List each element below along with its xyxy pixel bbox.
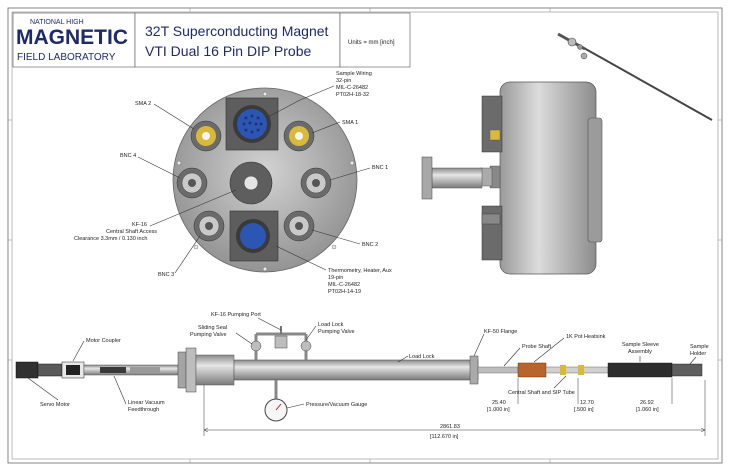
dim3-mm: 26.92 [640, 400, 654, 406]
thermometry-label-2: 19-pin [328, 275, 343, 281]
sample-wiring-label-4: PT02H-18-32 [336, 92, 369, 98]
frame-ticks [8, 8, 722, 463]
thermometry-label-1: Thermometry, Heater, Aux [328, 268, 392, 274]
sample-sleeve-label-2: Assembly [628, 349, 652, 355]
load-lock-label: Load Lock [409, 354, 435, 360]
overall-mm: 2861.83 [440, 424, 460, 430]
outer-frame [7, 7, 723, 464]
bnc-connector-3 [193, 210, 225, 242]
kf16-label-1: KF-16 [132, 222, 147, 228]
sample-holder-label-2: Holder [690, 351, 706, 357]
title-block: NATIONAL HIGH MAGNETIC FIELD LABORATORY … [12, 12, 411, 68]
dim3-in: [1.060 in] [636, 407, 659, 413]
sma-connector-1 [283, 120, 315, 152]
bnc-connector-1 [300, 167, 332, 199]
servo-motor [15, 361, 39, 379]
linear-feedthrough-label-2: Feedthrough [128, 407, 159, 413]
bnc4-label: BNC 4 [120, 153, 136, 159]
title-line2: VTI Dual 16 Pin DIP Probe [145, 43, 311, 59]
sample-holder-label-1: Sample [690, 344, 709, 350]
central-shaft-label: Central Shaft and SIP Tube [508, 390, 575, 396]
probe-side-view [15, 326, 703, 422]
bnc-connector-4 [176, 167, 208, 199]
sliding-seal-label-1: Sliding Seal [198, 325, 227, 331]
probe-isometric-thumbnail [557, 32, 713, 121]
motor-coupler-label: Motor Coupler [86, 338, 121, 344]
sample-wiring-label-2: 32-pin [336, 78, 351, 84]
load-lock-tube [233, 359, 479, 381]
sliding-seal-label-2: Pumping Valve [190, 332, 227, 338]
side-view-labels: KF-16 Pumping Port Sliding Seal Pumping … [27, 312, 709, 413]
units-note: Units = mm [inch] [348, 40, 395, 46]
bnc-connector-2 [283, 210, 315, 242]
dimension-labels: 25.40 [1.000 in] 12.70 [.500 in] 26.92 [… [430, 400, 659, 440]
dim2-in: [.500 in] [574, 407, 594, 413]
top-view-labels: Sample Wiring 32-pin MIL-C-26482 PT02H-1… [74, 71, 392, 295]
bnc3-label: BNC 3 [158, 272, 174, 278]
dim1-mm: 25.40 [492, 400, 506, 406]
sample-sleeve [607, 362, 673, 378]
load-lock-valve-label-2: Pumping Valve [318, 329, 355, 335]
servo-motor-label: Servo Motor [40, 402, 70, 408]
top-view-flange [172, 87, 358, 273]
sma-connector-2 [190, 120, 222, 152]
kf16-label-2: Central Shaft Access [106, 229, 157, 235]
sample-wiring-label-1: Sample Wiring [336, 71, 372, 77]
load-lock-valve-label-1: Load Lock [318, 322, 344, 328]
sma2-label: SMA 2 [135, 101, 151, 107]
inner-frame [11, 11, 719, 460]
sample-holder [671, 363, 703, 377]
kf16-label-3: Clearance 3.3mm / 0.130 inch [74, 236, 147, 242]
sample-wiring-label-3: MIL-C-26482 [336, 85, 368, 91]
sample-sleeve-label-1: Sample Sleeve [622, 342, 659, 348]
logo-line1: NATIONAL HIGH [30, 19, 84, 26]
sma1-label: SMA 1 [342, 120, 358, 126]
dim1-in: [1.000 in] [487, 407, 510, 413]
dimensions [203, 378, 706, 436]
thermometry-label-3: MIL-C-26482 [328, 282, 360, 288]
pot-heatsink [517, 362, 547, 378]
bnc2-label: BNC 2 [362, 242, 378, 248]
logo-line2: MAGNETIC [16, 26, 128, 49]
kf50-label: KF-50 Flange [484, 329, 517, 335]
gauge-label: Pressure/Vacuum Gauge [306, 402, 367, 408]
linear-feedthrough-label-1: Linear Vacuum [128, 400, 165, 406]
kf16-port-label: KF-16 Pumping Port [211, 312, 261, 318]
logo-line3: FIELD LABORATORY [17, 52, 116, 63]
title-line1: 32T Superconducting Magnet [145, 23, 329, 39]
pot-heatsink-label: 1K Pot Heatsink [566, 334, 606, 340]
overall-in: [112.670 in] [430, 434, 459, 440]
bnc1-label: BNC 1 [372, 165, 388, 171]
probe-shaft-label: Probe Shaft [522, 344, 552, 350]
thermometry-label-4: PT02H-14-19 [328, 289, 361, 295]
dim2-mm: 12.70 [580, 400, 594, 406]
side-view-assembly [421, 81, 603, 275]
